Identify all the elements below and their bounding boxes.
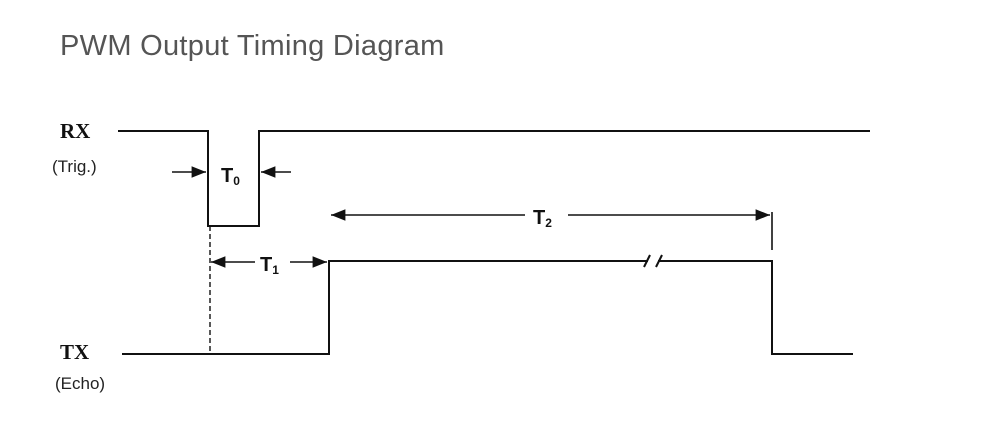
rx-waveform xyxy=(118,130,870,227)
t1-label: T1 xyxy=(260,254,279,277)
t0-label: T0 xyxy=(221,165,240,188)
rx-signal-subtitle: (Trig.) xyxy=(52,157,97,176)
tx-signal-name: TX xyxy=(60,340,90,364)
tx-signal-subtitle: (Echo) xyxy=(55,374,106,393)
tx-waveform-start xyxy=(122,260,648,355)
break-mark-right xyxy=(655,254,663,268)
diagram-title: PWM Output Timing Diagram xyxy=(60,30,445,62)
tx-waveform-end xyxy=(658,260,853,355)
t2-label: T2 xyxy=(533,207,552,230)
break-mark-left xyxy=(643,254,651,268)
rx-signal-name: RX xyxy=(60,119,91,143)
